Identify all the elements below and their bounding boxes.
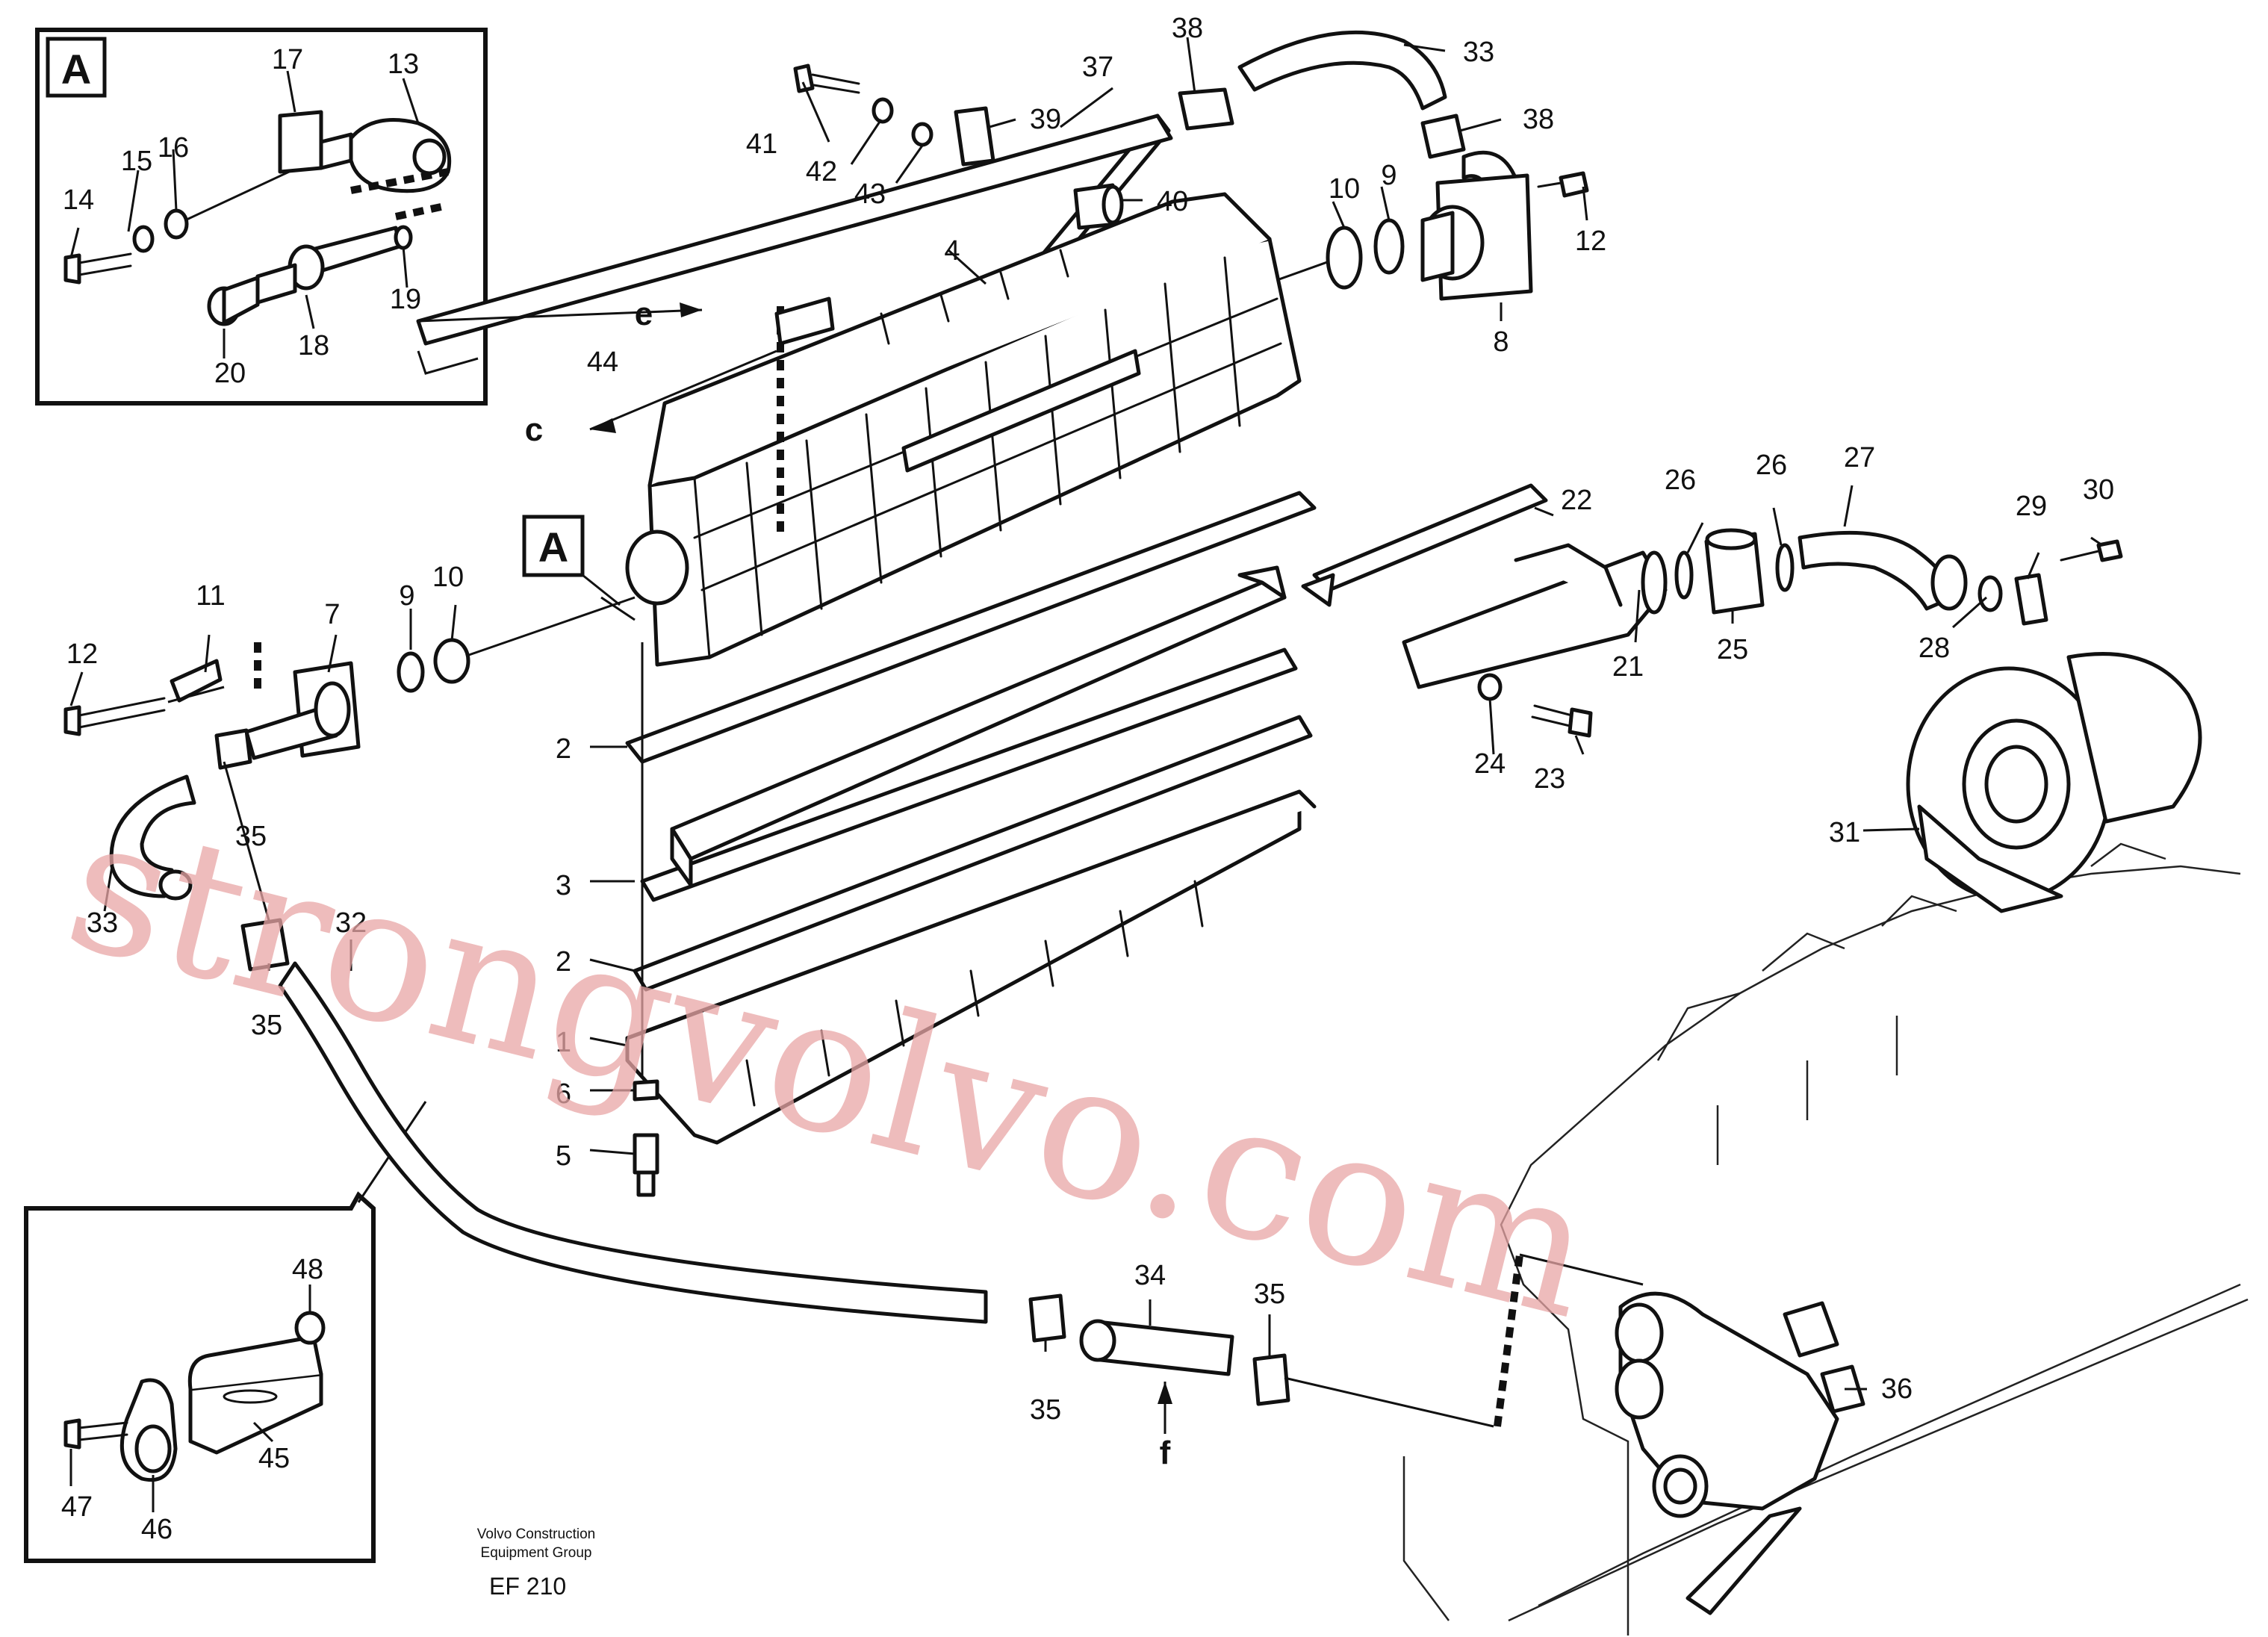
callout-20: 20 xyxy=(214,358,246,389)
callout-10: 10 xyxy=(432,562,464,593)
callout-42: 42 xyxy=(806,156,837,187)
left-hoses xyxy=(109,728,1644,1428)
flow-letter-c: c xyxy=(525,411,543,448)
callout-30: 30 xyxy=(2083,474,2114,506)
callout-44: 44 xyxy=(587,347,618,378)
callout-24: 24 xyxy=(1474,748,1506,780)
callout-43: 43 xyxy=(854,178,886,210)
callout-35: 35 xyxy=(1254,1279,1285,1310)
credit-line-2: Equipment Group xyxy=(481,1545,592,1561)
callout-28: 28 xyxy=(1919,633,1950,664)
callout-19: 19 xyxy=(390,284,421,315)
callout-21: 21 xyxy=(1612,651,1644,683)
housing-4 xyxy=(625,192,1302,667)
callout-45: 45 xyxy=(258,1443,290,1474)
callout-47: 47 xyxy=(61,1491,93,1523)
callout-9: 9 xyxy=(399,580,414,612)
callout-1: 1 xyxy=(556,1027,571,1058)
callout-33: 33 xyxy=(87,907,118,939)
credit-line-1: Volvo Construction xyxy=(477,1526,595,1542)
callout-32: 32 xyxy=(335,907,367,939)
callout-10: 10 xyxy=(1329,173,1360,205)
callout-16: 16 xyxy=(158,132,189,164)
leader-lines xyxy=(69,37,2103,1512)
callout-5: 5 xyxy=(556,1140,571,1172)
detail-bracket-box xyxy=(24,1101,427,1563)
callout-7: 7 xyxy=(324,599,340,630)
callout-15: 15 xyxy=(121,146,152,177)
flow-arrows xyxy=(417,302,1172,1434)
callout-39: 39 xyxy=(1030,104,1061,135)
callout-13: 13 xyxy=(388,49,419,80)
callout-40: 40 xyxy=(1157,186,1188,217)
callout-11: 11 xyxy=(196,580,225,612)
callout-2: 2 xyxy=(556,733,571,765)
callout-38: 38 xyxy=(1523,104,1554,135)
callout-34: 34 xyxy=(1134,1260,1166,1291)
callout-27: 27 xyxy=(1844,442,1875,473)
callout-14: 14 xyxy=(63,184,94,216)
gaskets-and-core xyxy=(625,491,1317,992)
callout-12: 12 xyxy=(1575,226,1606,257)
callout-48: 48 xyxy=(292,1254,323,1285)
callout-labels: 1 2 2 3 4 5 6 7 8 9 9 10 10 11 12 12 13 … xyxy=(61,13,2114,1545)
callout-25: 25 xyxy=(1717,634,1748,665)
callout-46: 46 xyxy=(141,1514,173,1545)
callout-29: 29 xyxy=(2016,491,2047,522)
callout-26: 26 xyxy=(1756,450,1787,481)
callout-22: 22 xyxy=(1561,485,1592,516)
callout-41: 41 xyxy=(746,128,777,160)
callout-3: 3 xyxy=(556,870,571,901)
detail-a-label: A xyxy=(61,46,91,93)
flow-letter-f: f xyxy=(1160,1435,1171,1471)
exhaust-side xyxy=(1301,483,2202,913)
flange-7-group xyxy=(63,596,636,760)
figure-reference: EF 210 xyxy=(489,1573,566,1600)
callout-2: 2 xyxy=(556,946,571,978)
top-pipes xyxy=(416,30,1518,346)
callout-31: 31 xyxy=(1829,817,1860,848)
housing-a-label: A xyxy=(538,524,568,571)
callout-18: 18 xyxy=(298,330,329,361)
detail-a-box: A xyxy=(35,28,488,406)
callout-37: 37 xyxy=(1082,52,1113,83)
callout-35: 35 xyxy=(1030,1394,1061,1426)
flow-letter-e: e xyxy=(635,296,653,332)
callout-36: 36 xyxy=(1881,1373,1913,1405)
pump-36 xyxy=(1615,1291,1865,1615)
flange-8-group xyxy=(1224,171,1589,301)
callout-35: 35 xyxy=(251,1010,282,1041)
lower-housing-1 xyxy=(625,642,1317,1197)
callout-6: 6 xyxy=(556,1078,571,1110)
callout-8: 8 xyxy=(1493,326,1509,358)
callout-9: 9 xyxy=(1381,160,1396,191)
callout-38: 38 xyxy=(1172,13,1203,44)
callout-33: 33 xyxy=(1463,37,1494,68)
callout-26: 26 xyxy=(1665,465,1696,496)
callout-12: 12 xyxy=(66,639,98,670)
callout-23: 23 xyxy=(1534,763,1565,795)
callout-17: 17 xyxy=(272,44,303,75)
callout-4: 4 xyxy=(944,235,960,267)
callout-35: 35 xyxy=(235,821,267,852)
